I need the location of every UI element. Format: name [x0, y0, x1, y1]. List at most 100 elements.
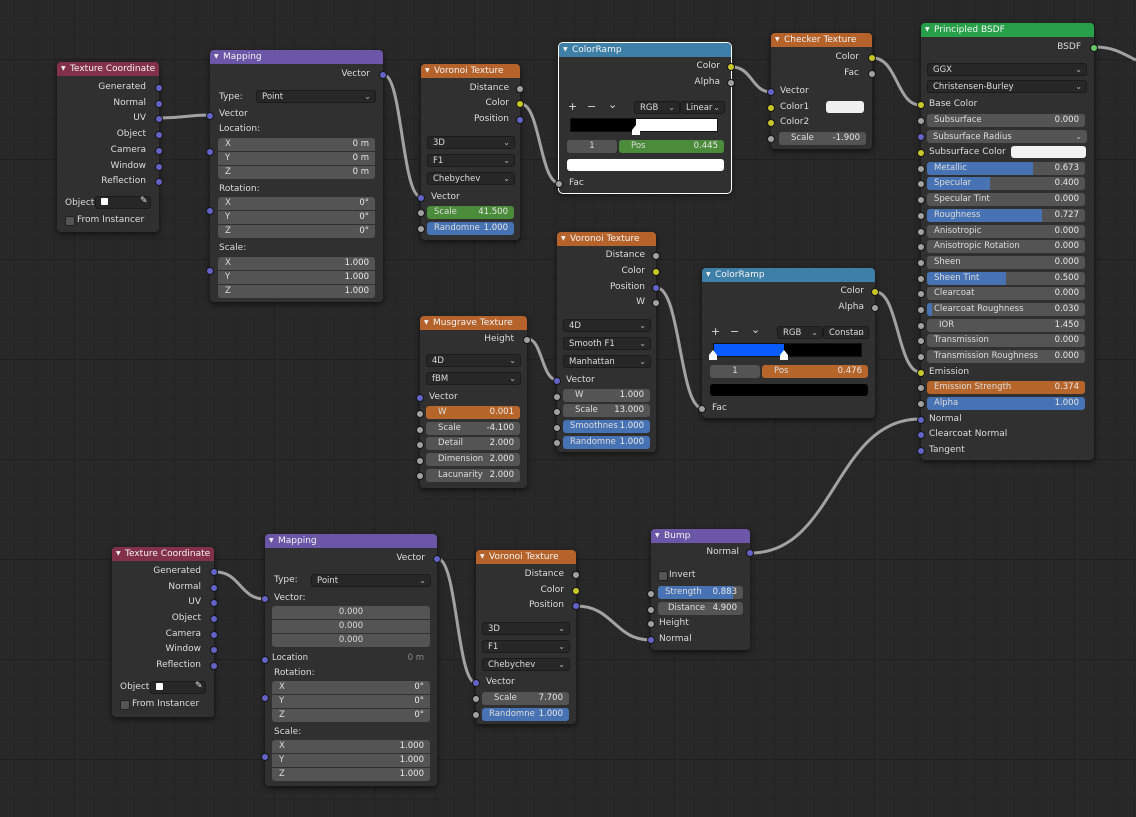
socket[interactable]	[155, 115, 163, 123]
socket[interactable]	[155, 147, 163, 155]
socket[interactable]	[917, 275, 925, 283]
socket[interactable]	[767, 119, 775, 127]
vector-x[interactable]: 0.000	[272, 606, 430, 619]
voronoi-texture-node[interactable]: ▼Voronoi Texture Distance Color Position…	[417, 64, 524, 240]
principled-bsdf-node[interactable]: ▼Principled BSDF BSDF GGX⌄ Christensen-B…	[917, 23, 1098, 460]
socket[interactable]	[871, 288, 879, 296]
subsurface-color-swatch[interactable]	[1011, 146, 1086, 158]
socket[interactable]	[917, 337, 925, 345]
color-ramp-bar[interactable]	[570, 118, 718, 132]
node-header[interactable]: ▼Voronoi Texture	[557, 232, 656, 246]
socket[interactable]	[433, 555, 441, 563]
eyedropper-icon[interactable]: ✎	[140, 196, 148, 206]
socket[interactable]	[917, 149, 925, 157]
ramp-stop-handle[interactable]	[709, 350, 717, 360]
texture-coordinate-node[interactable]: ▼Texture Coordinate Generated Normal UV …	[57, 62, 163, 232]
socket[interactable]	[647, 590, 655, 598]
node-header[interactable]: ▼ColorRamp	[702, 268, 875, 282]
node-header[interactable]: ▼ColorRamp	[559, 43, 731, 57]
texture-coordinate-node-2[interactable]: ▼Texture Coordinate Generated Normal UV …	[112, 547, 218, 717]
node-header[interactable]: ▼Voronoi Texture	[476, 550, 576, 564]
socket[interactable]	[746, 549, 754, 557]
object-field[interactable]	[95, 196, 151, 209]
socket[interactable]	[647, 636, 655, 644]
socket[interactable]	[417, 209, 425, 217]
socket[interactable]	[523, 336, 531, 344]
socket[interactable]	[553, 439, 561, 447]
socket[interactable]	[472, 711, 480, 719]
voronoi-texture-node-3[interactable]: ▼Voronoi Texture Distance Color Position…	[472, 550, 580, 724]
collapse-icon[interactable]: ▼	[925, 26, 930, 33]
socket[interactable]	[917, 384, 925, 392]
object-field[interactable]	[150, 681, 206, 694]
socket[interactable]	[868, 54, 876, 62]
socket[interactable]	[210, 631, 218, 639]
ramp-menu-chevron[interactable]: ⌄	[608, 98, 618, 111]
node-header[interactable]: ▼Principled BSDF	[921, 23, 1094, 37]
collapse-icon[interactable]: ▼	[425, 67, 430, 74]
add-stop-button[interactable]: +	[711, 325, 721, 338]
metric-dropdown[interactable]: Chebychev⌄	[482, 658, 570, 671]
interpolation-dropdown[interactable]: Constan⌄	[823, 326, 869, 339]
distribution-dropdown[interactable]: GGX⌄	[927, 63, 1087, 76]
node-header[interactable]: ▼Checker Texture	[771, 33, 872, 47]
feature-dropdown[interactable]: F1⌄	[427, 154, 515, 167]
socket[interactable]	[206, 267, 214, 275]
socket[interactable]	[261, 656, 269, 664]
socket[interactable]	[868, 70, 876, 78]
stop-color-swatch[interactable]	[567, 159, 724, 171]
colorramp-node[interactable]: ▼ColorRamp Color Alpha + − ⌄ RGB⌄ Linear…	[555, 43, 735, 193]
socket[interactable]	[647, 606, 655, 614]
socket[interactable]	[416, 472, 424, 480]
node-header[interactable]: ▼Texture Coordinate	[57, 62, 159, 76]
ramp-stop-handle[interactable]	[631, 125, 640, 135]
socket[interactable]	[652, 252, 660, 260]
metric-dropdown[interactable]: Chebychev⌄	[427, 172, 515, 185]
socket[interactable]	[917, 101, 925, 109]
dimensions-dropdown[interactable]: 3D⌄	[482, 622, 570, 635]
collapse-icon[interactable]: ▼	[480, 553, 485, 560]
subsurface-method-dropdown[interactable]: Christensen-Burley⌄	[927, 80, 1087, 93]
socket[interactable]	[917, 431, 925, 439]
socket[interactable]	[572, 571, 580, 579]
ramp-menu-chevron[interactable]: ⌄	[751, 323, 761, 336]
node-header[interactable]: ▼Bump	[651, 529, 750, 543]
type-dropdown[interactable]: fBM⌄	[426, 372, 521, 385]
socket[interactable]	[917, 133, 925, 141]
socket[interactable]	[917, 353, 925, 361]
node-header[interactable]: ▼Musgrave Texture	[420, 316, 527, 330]
socket[interactable]	[553, 377, 561, 385]
socket[interactable]	[416, 410, 424, 418]
socket[interactable]	[917, 117, 925, 125]
